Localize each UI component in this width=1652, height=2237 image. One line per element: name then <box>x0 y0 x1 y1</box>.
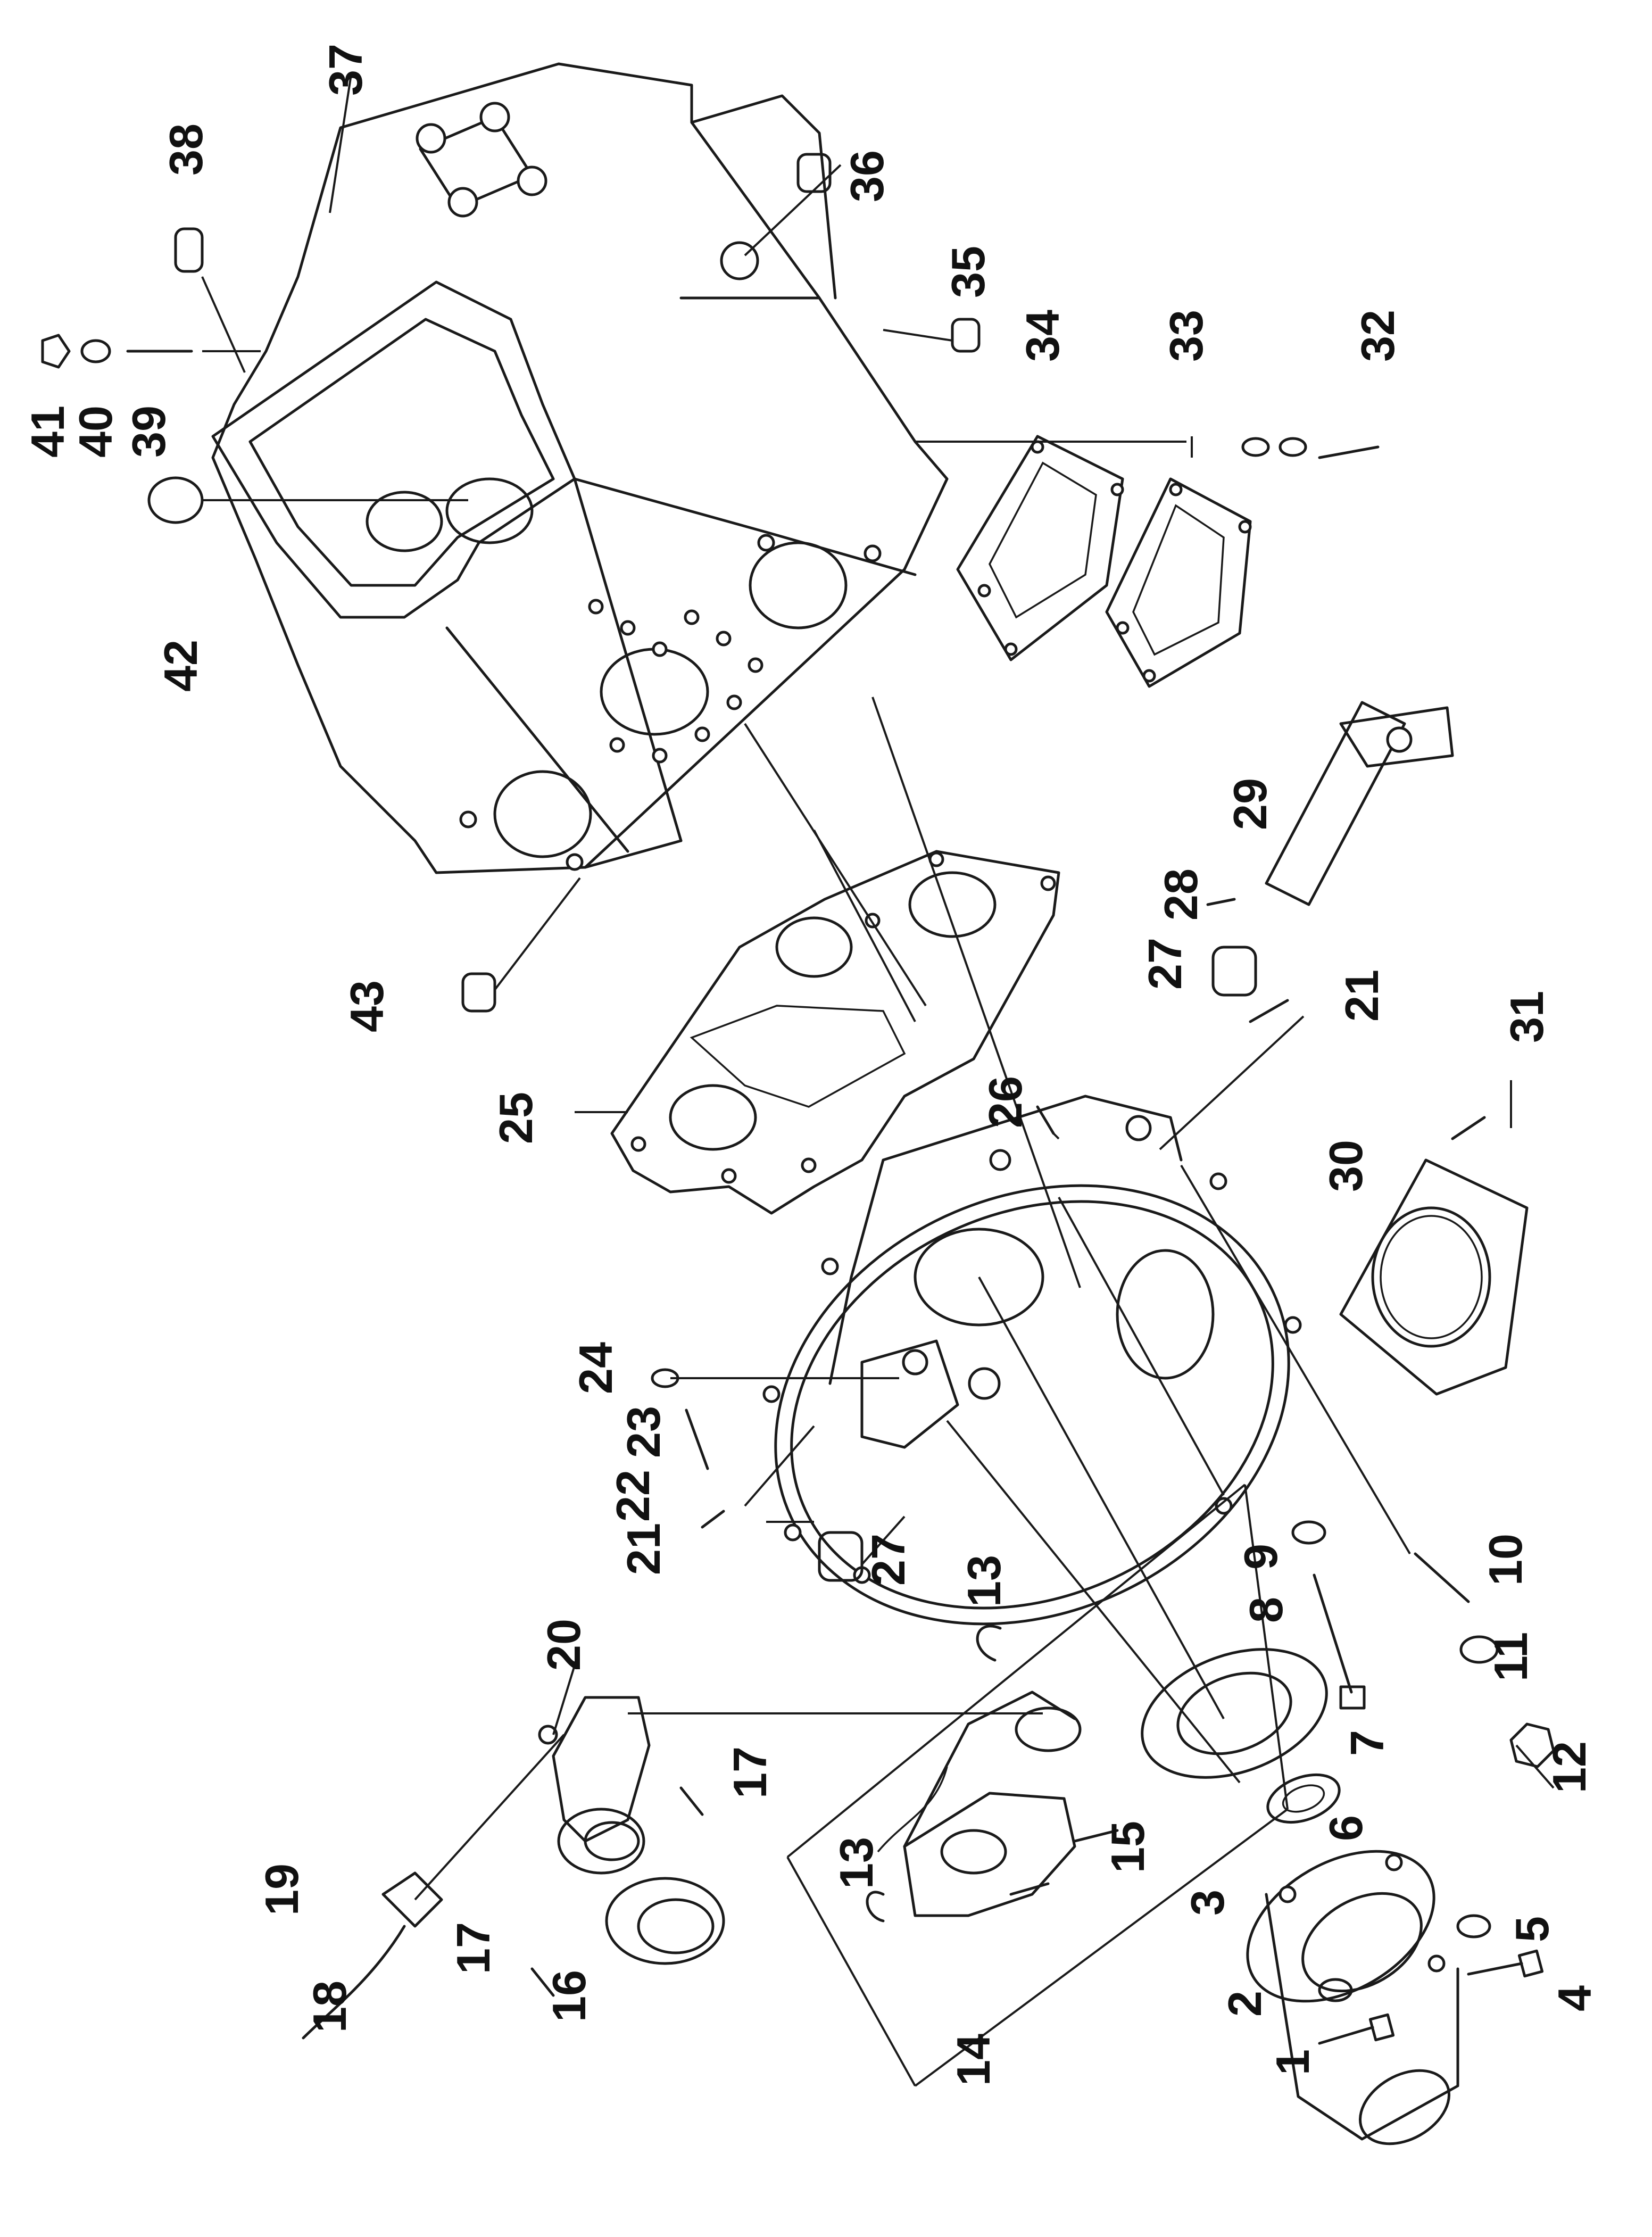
retainer-gasket <box>1141 1648 1341 1824</box>
callout-1: 1 <box>1266 2049 1319 2075</box>
callout-41: 41 <box>21 405 74 458</box>
callout-33: 33 <box>1160 310 1213 362</box>
cover-plates <box>956 435 1252 688</box>
callout-28: 28 <box>1155 868 1207 921</box>
callout-3: 3 <box>1181 1890 1234 1916</box>
callout-12: 12 <box>1543 1741 1596 1793</box>
callout-19: 19 <box>255 1863 308 1916</box>
callout-27-upper: 27 <box>1139 938 1191 990</box>
callout-39: 39 <box>122 405 175 458</box>
bearing-retainer <box>1246 1850 1459 2145</box>
callout-2: 2 <box>1218 1991 1271 2017</box>
callout-4: 4 <box>1548 1985 1601 2011</box>
callout-37: 37 <box>319 44 372 96</box>
callout-25: 25 <box>489 1092 542 1144</box>
callout-40: 40 <box>69 405 122 458</box>
callout-17-lower: 17 <box>447 1922 500 1974</box>
callout-17-upper: 17 <box>724 1746 776 1799</box>
callout-16: 16 <box>543 1970 595 2022</box>
callout-38: 38 <box>160 123 212 176</box>
callout-18: 18 <box>303 1981 356 2033</box>
callout-13-lower: 13 <box>830 1837 883 1889</box>
callout-6: 6 <box>1319 1815 1372 1841</box>
callout-7: 7 <box>1341 1730 1393 1756</box>
callout-8: 8 <box>1240 1597 1292 1623</box>
callout-24: 24 <box>569 1342 622 1394</box>
callout-15: 15 <box>1101 1821 1154 1873</box>
callout-labels: 1 2 3 4 5 6 7 8 9 10 11 12 13 13 14 15 1… <box>21 44 1601 2086</box>
callout-26: 26 <box>979 1076 1032 1128</box>
callout-35: 35 <box>942 246 994 298</box>
callout-32: 32 <box>1351 310 1404 362</box>
callout-14: 14 <box>947 2034 1000 2086</box>
callout-23: 23 <box>617 1406 670 1458</box>
callout-13-upper: 13 <box>958 1555 1010 1607</box>
callout-22: 22 <box>607 1470 659 1522</box>
callout-9: 9 <box>1234 1544 1287 1570</box>
callout-27-lower: 27 <box>862 1534 915 1586</box>
callout-20: 20 <box>537 1619 590 1671</box>
pto-cover-plate <box>1339 1158 1529 1396</box>
callout-43: 43 <box>341 980 393 1032</box>
callout-29: 29 <box>1224 778 1276 830</box>
callout-30: 30 <box>1319 1140 1372 1192</box>
callout-31: 31 <box>1500 991 1553 1043</box>
leader-lines <box>201 74 1555 2087</box>
callout-21-upper: 21 <box>1335 970 1388 1022</box>
release-fork <box>877 1691 1082 1917</box>
callout-11: 11 <box>1484 1632 1537 1681</box>
release-bearing-carrier <box>538 1696 725 1965</box>
callout-36: 36 <box>841 150 893 202</box>
callout-21-lower: 21 <box>617 1523 670 1575</box>
callout-34: 34 <box>1016 310 1069 362</box>
housing-gasket <box>610 850 1060 1215</box>
callout-10: 10 <box>1479 1534 1532 1586</box>
callout-42: 42 <box>154 640 207 692</box>
callout-5: 5 <box>1506 1916 1558 1942</box>
fasteners <box>41 153 1555 2045</box>
transmission-housing <box>211 62 949 874</box>
